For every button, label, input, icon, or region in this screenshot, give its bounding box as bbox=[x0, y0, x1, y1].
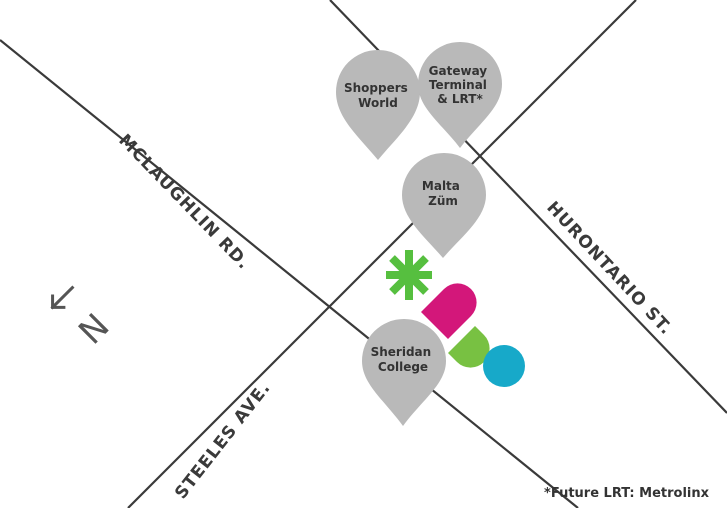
logo-letter-o-icon bbox=[483, 345, 525, 387]
landmark-pin-sheridan-college: Sheridan College bbox=[362, 319, 446, 426]
map-pin-icon bbox=[336, 50, 420, 160]
steeles-avenue-line bbox=[127, 0, 637, 508]
north-arrow: N bbox=[50, 285, 117, 352]
landmark-label: Gateway Terminal & LRT* bbox=[429, 64, 492, 106]
map-pin-icon bbox=[402, 153, 486, 258]
footnote-text: *Future LRT: Metrolinx bbox=[544, 486, 710, 501]
north-arrow-head-icon bbox=[51, 294, 66, 309]
north-letter: N bbox=[71, 306, 117, 352]
street-label-steeles: STEELES AVE. bbox=[171, 378, 275, 503]
street-label-hurontario: HURONTARIO ST. bbox=[542, 198, 676, 339]
map-pin-icon bbox=[418, 42, 502, 148]
green-asterisk-icon bbox=[386, 250, 432, 300]
landmark-label: Malta Züm bbox=[422, 179, 464, 208]
logo-letter-u-icon bbox=[448, 326, 490, 368]
landmark-label: Sheridan College bbox=[371, 345, 436, 374]
logo-letter-d-icon bbox=[421, 283, 477, 339]
landmark-pin-malta-zum: Malta Züm bbox=[402, 153, 486, 258]
map-pin-icon bbox=[362, 319, 446, 426]
duo-logo bbox=[386, 250, 525, 387]
landmark-pin-gateway-terminal: Gateway Terminal & LRT* bbox=[418, 42, 502, 148]
street-label-mclaughlin: MCLAUGHLIN RD. bbox=[114, 131, 253, 274]
landmark-pin-shoppers-world: Shoppers World bbox=[336, 50, 420, 160]
landmark-label: Shoppers World bbox=[344, 81, 412, 110]
mclaughlin-road-line bbox=[0, 39, 579, 508]
north-arrow-line bbox=[50, 285, 75, 310]
